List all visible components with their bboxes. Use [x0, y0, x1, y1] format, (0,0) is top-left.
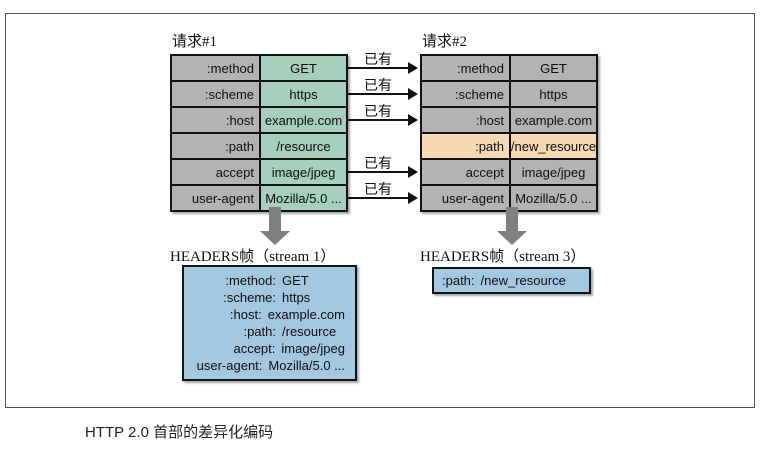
connector-label: 已有	[364, 53, 392, 68]
headers-frame-line: accept: image/jpeg	[190, 340, 345, 357]
header-value-cell: https	[511, 82, 596, 106]
request-2-title: 请求#2	[422, 34, 468, 50]
header-name-cell: user-agent	[172, 186, 260, 210]
header-value-cell: /new_resource	[511, 134, 596, 158]
header-name-cell: accept	[172, 160, 260, 184]
header-name-cell: user-agent	[422, 186, 510, 210]
header-value-cell: example.com	[261, 108, 346, 132]
connector-line	[348, 197, 409, 199]
headers-frame-value: https	[282, 290, 311, 305]
connector-label: 已有	[364, 105, 392, 120]
headers-frame-key: :scheme:	[223, 290, 276, 305]
headers-frame-key: user-agent:	[196, 358, 263, 373]
header-name-cell: :host	[422, 108, 510, 132]
header-value-cell: GET	[261, 56, 346, 80]
header-value-cell: GET	[511, 56, 596, 80]
connector-label: 已有	[364, 183, 392, 198]
down-arrow-stream-3	[497, 207, 527, 245]
header-name-cell: :scheme	[422, 82, 510, 106]
header-name-cell: :host	[172, 108, 260, 132]
connector-line	[348, 93, 409, 95]
figure-caption: HTTP 2.0 首部的差异化编码	[85, 424, 274, 441]
connector-label: 已有	[364, 79, 392, 94]
header-name-cell: :method	[172, 56, 260, 80]
header-name-cell: :path	[172, 134, 260, 158]
table-row: :path/resource	[172, 134, 346, 158]
connector-arrowhead-icon	[408, 114, 418, 126]
headers-frame-line: user-agent: Mozilla/5.0 ...	[190, 357, 345, 374]
request-1-title: 请求#1	[172, 34, 218, 50]
headers-frame-1-label: HEADERS帧（stream 1）	[170, 249, 336, 265]
headers-frame-key: :path:	[442, 273, 475, 288]
headers-frame-value: /resource	[282, 324, 337, 339]
header-value-cell: image/jpeg	[261, 160, 346, 184]
header-value-cell: /resource	[261, 134, 346, 158]
header-name-cell: accept	[422, 160, 510, 184]
header-name-cell: :scheme	[172, 82, 260, 106]
headers-frame-key: :path:	[243, 324, 276, 339]
headers-frame-value: example.com	[267, 307, 345, 322]
headers-frame-line: :method: GET	[190, 272, 345, 289]
connector-line	[348, 119, 409, 121]
headers-frame-line: :path: /new_resource	[442, 272, 581, 289]
headers-frame-line: :host: example.com	[190, 306, 345, 323]
headers-frame-value: Mozilla/5.0 ...	[268, 358, 345, 373]
connector-arrowhead-icon	[408, 62, 418, 74]
connector-label: 已有	[364, 157, 392, 172]
headers-frame-line: :scheme: https	[190, 289, 345, 306]
header-value-cell: https	[261, 82, 346, 106]
connector-arrowhead-icon	[408, 88, 418, 100]
diagram-frame	[5, 13, 755, 408]
connector-arrowhead-icon	[408, 192, 418, 204]
headers-frame-value: GET	[282, 273, 309, 288]
headers-frame-2-box: :path: /new_resource	[432, 267, 591, 294]
headers-frame-1-box: :method: GET :scheme: https :host: example.co…	[182, 265, 357, 381]
headers-frame-value: image/jpeg	[281, 341, 345, 356]
header-value-cell: example.com	[511, 108, 596, 132]
header-value-cell: Mozilla/5.0 ...	[511, 186, 596, 210]
header-value-cell: Mozilla/5.0 ...	[261, 186, 346, 210]
down-arrow-stream-1	[260, 207, 290, 245]
headers-frame-key: :method:	[225, 273, 276, 288]
connector-arrowhead-icon	[408, 166, 418, 178]
headers-frame-key: accept:	[233, 341, 276, 356]
header-value-cell: image/jpeg	[511, 160, 596, 184]
connector-line	[348, 67, 409, 69]
table-row: :path/new_resource	[422, 134, 596, 158]
header-name-cell: :method	[422, 56, 510, 80]
header-name-cell: :path	[422, 134, 510, 158]
headers-frame-value: /new_resource	[480, 273, 566, 288]
headers-frame-line: :path: /resource	[190, 323, 345, 340]
headers-frame-key: :host:	[229, 307, 262, 322]
connector-line	[348, 171, 409, 173]
headers-frame-2-label: HEADERS帧（stream 3）	[420, 249, 586, 265]
